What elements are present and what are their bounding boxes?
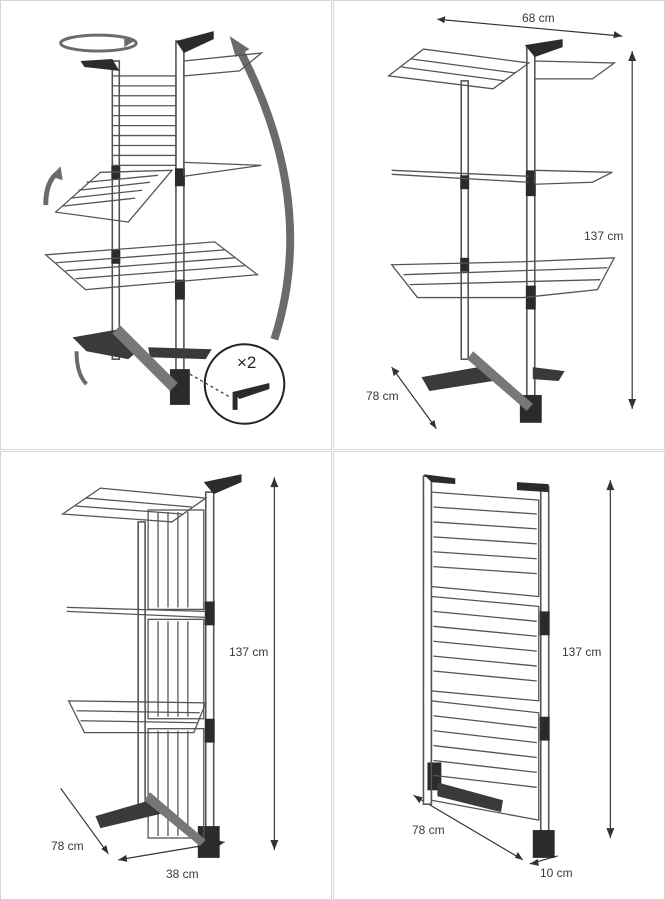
- rack-illustration-half-folded: [60, 474, 279, 862]
- thickness-dimension: 10 cm: [540, 866, 573, 880]
- rack-illustration-open: [387, 16, 637, 430]
- panel-folded-dimensions: 137 cm 78 cm 10 cm: [333, 451, 665, 900]
- rack-illustration-folded: [413, 474, 615, 866]
- rack-illustration-assembly: [43, 31, 295, 425]
- depth-dimension: 78 cm: [366, 389, 399, 403]
- depth-dimension: 78 cm: [51, 839, 84, 853]
- panel-half-folded-dimensions: 137 cm 78 cm 38 cm: [0, 451, 332, 900]
- depth-dimension: 78 cm: [412, 823, 445, 837]
- quantity-badge: ×2: [237, 353, 257, 372]
- width-dimension: 38 cm: [166, 867, 199, 881]
- panel-assembly: ×2: [0, 0, 332, 450]
- panel-open-dimensions: 68 cm 137 cm 78 cm: [333, 0, 665, 450]
- height-dimension: 137 cm: [562, 645, 602, 659]
- height-dimension: 137 cm: [229, 645, 269, 659]
- width-dimension: 68 cm: [522, 11, 555, 25]
- height-dimension: 137 cm: [584, 229, 624, 243]
